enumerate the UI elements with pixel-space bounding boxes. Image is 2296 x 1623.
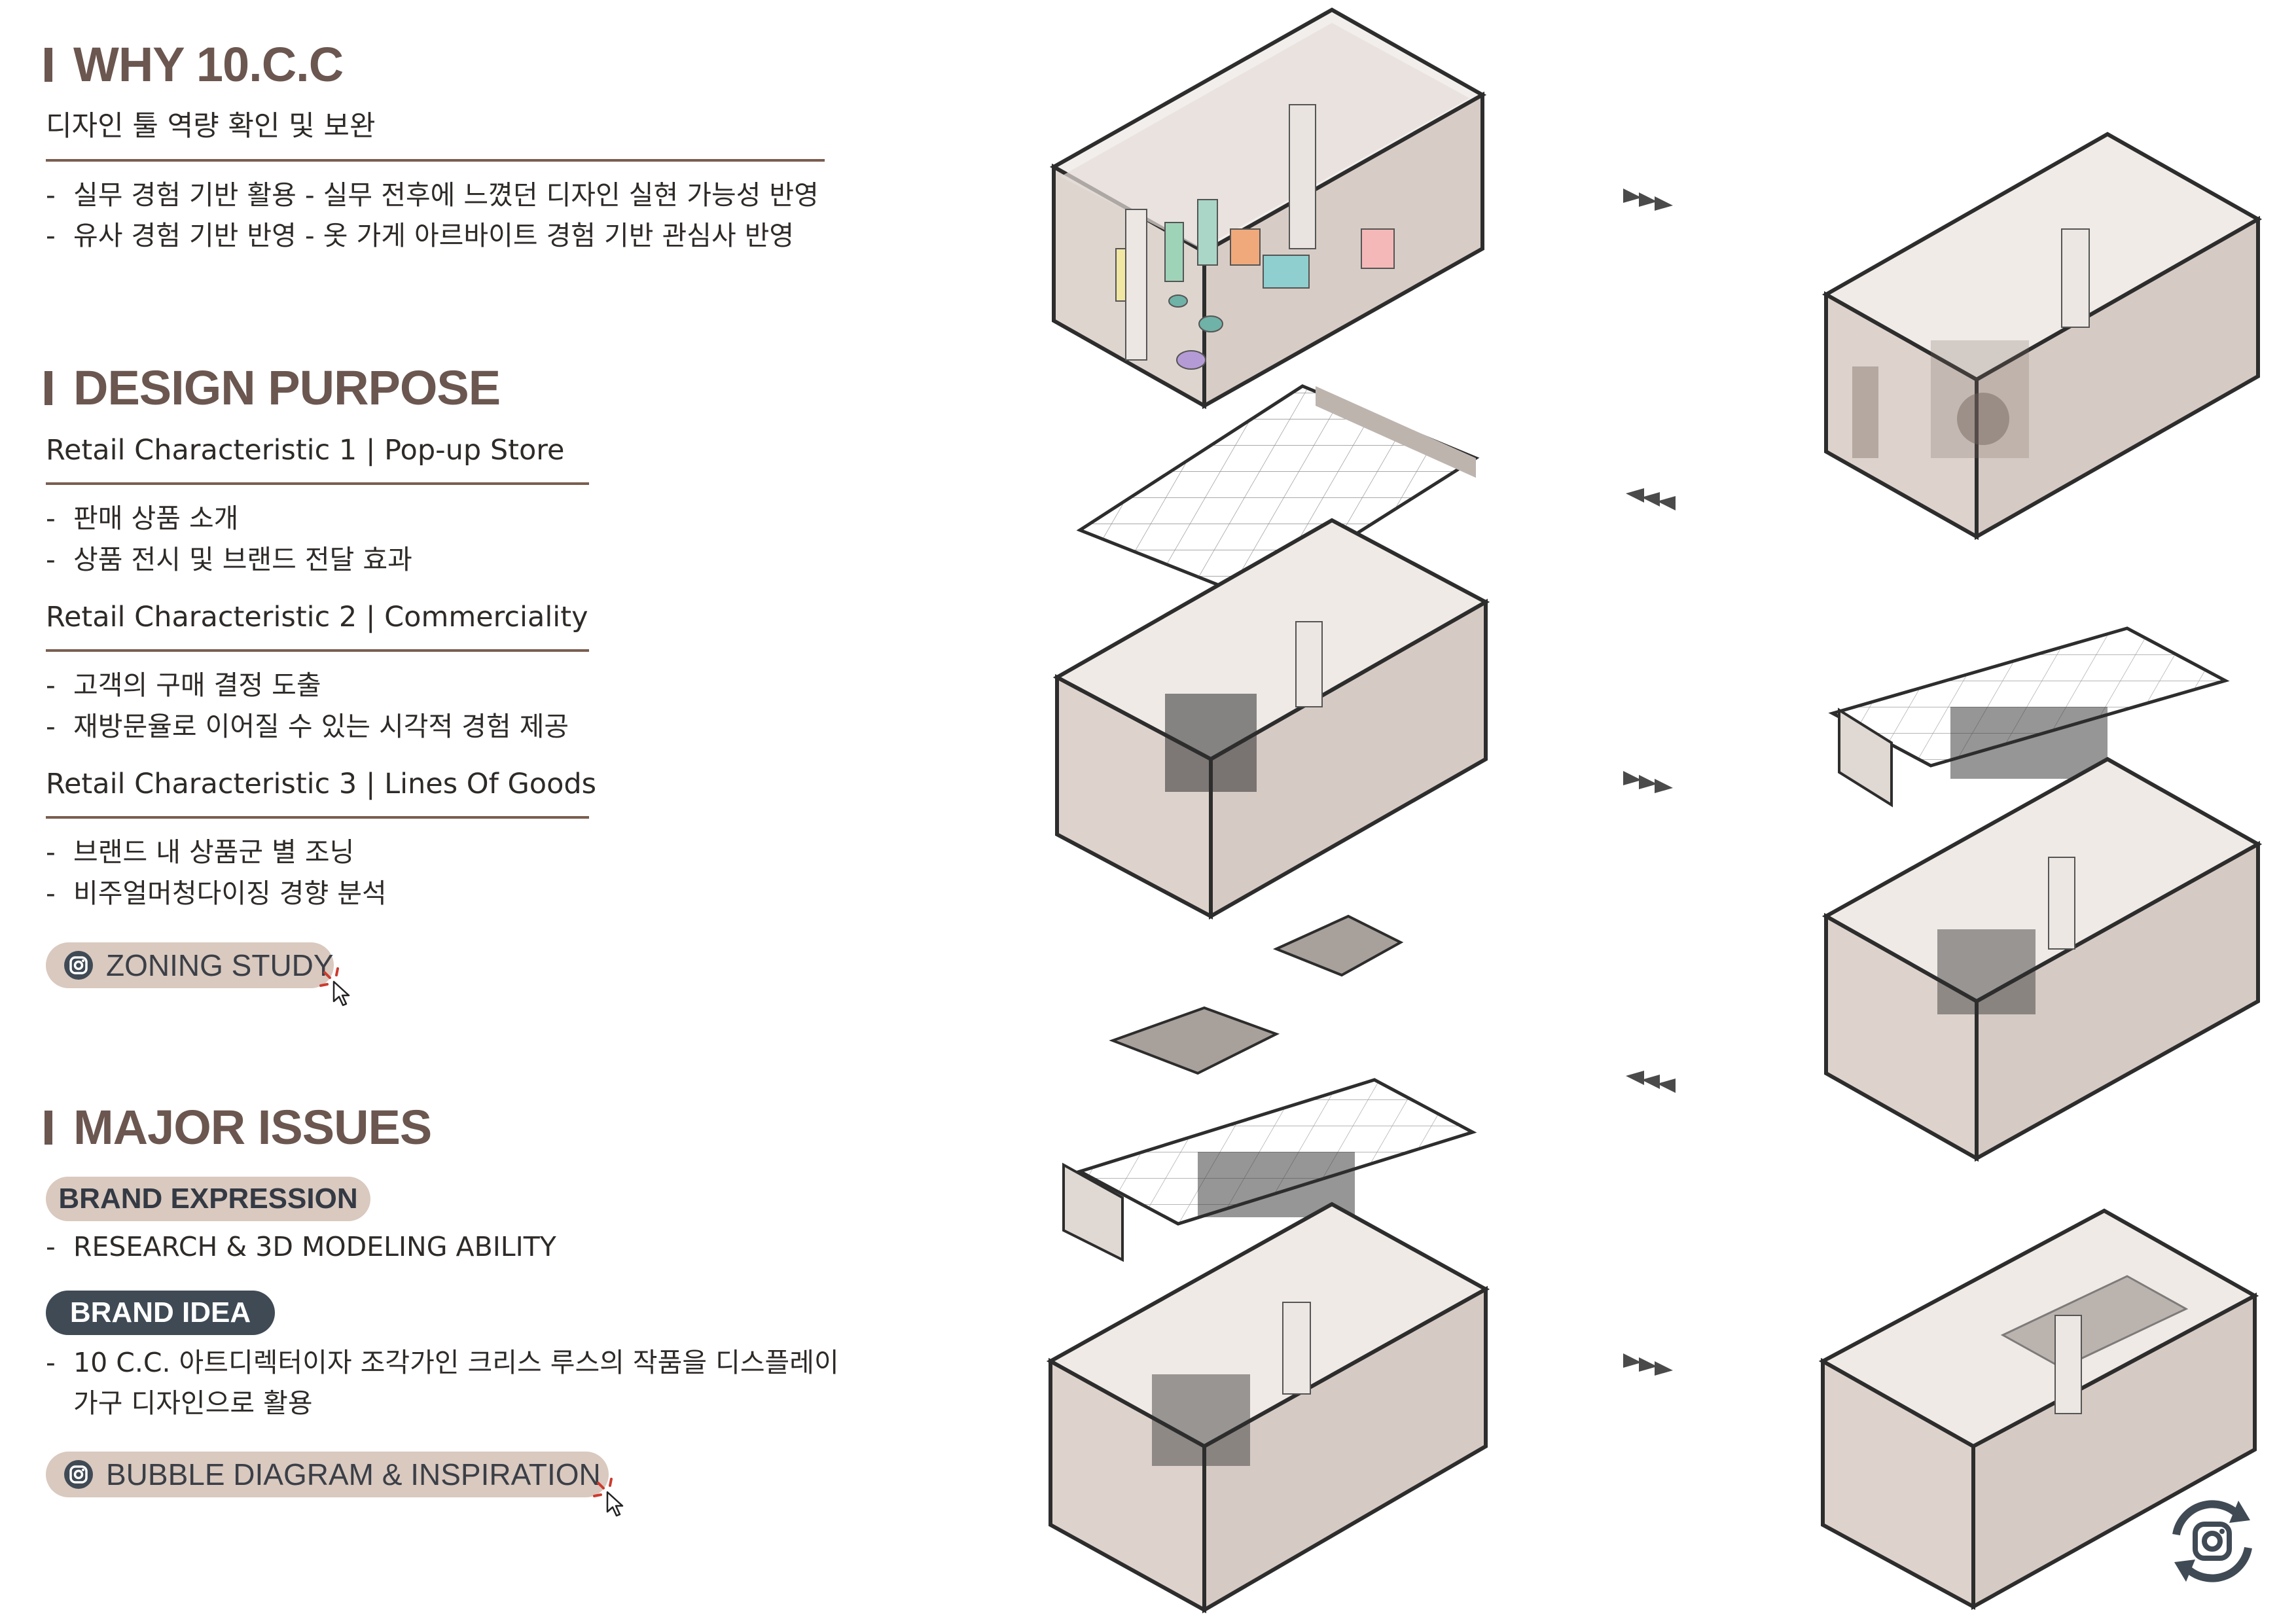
triple-arrow-icon (1623, 1353, 1673, 1376)
purpose-bullet: -비주얼머청다이징 경향 분석 (46, 878, 387, 909)
heading-bar (45, 371, 52, 405)
purpose-bullet: -고객의 구매 결정 도출 (46, 669, 321, 701)
purpose-bullet: -브랜드 내 상품군 별 조닝 (46, 836, 355, 868)
purpose-divider (46, 482, 589, 485)
click-cursor-icon (593, 1478, 624, 1517)
why-section-heading: WHY 10.C.C (45, 37, 344, 92)
retail-characteristic-3: Retail Characteristic 3 | Lines Of Goods (46, 768, 597, 800)
brand-idea-tag: BRAND IDEA (46, 1291, 275, 1335)
heading-bar (45, 48, 52, 82)
room-model-finished (1821, 132, 2263, 541)
why-bullet: -유사 경험 기반 반영 - 옷 가게 아르바이트 경험 기반 관심사 반영 (46, 220, 795, 251)
why-subtitle: 디자인 툴 역량 확인 및 보완 (46, 110, 376, 143)
purpose-title: DESIGN PURPOSE (73, 361, 501, 415)
bubble-diagram-label: BUBBLE DIAGRAM & INSPIRATION (106, 1457, 601, 1491)
click-cursor-icon (319, 967, 350, 1007)
zoning-study-label: ZONING STUDY (106, 948, 334, 982)
axonometric-diagram (1046, 7, 2263, 1614)
expression-bullet: -RESEARCH & 3D MODELING ABILITY (46, 1231, 556, 1262)
purpose-bullet: -판매 상품 소개 (46, 503, 239, 534)
room-model-with-ducts (1818, 1208, 2259, 1611)
room-model-exploded-fixtures (1821, 626, 2263, 1162)
why-bullet: -실무 경험 기반 활용 - 실무 전후에 느꼈던 디자인 실현 가능성 반영 (46, 179, 819, 211)
heading-bar (45, 1111, 52, 1145)
purpose-section-heading: DESIGN PURPOSE (45, 361, 501, 415)
brand-expression-tag: BRAND EXPRESSION (46, 1177, 370, 1221)
instagram-glyph-icon (63, 1459, 94, 1490)
why-title: WHY 10.C.C (73, 37, 344, 92)
issues-section-heading: MAJOR ISSUES (45, 1100, 432, 1154)
instagram-glyph-icon (63, 950, 94, 981)
purpose-divider (46, 816, 589, 819)
bubble-diagram-link[interactable]: BUBBLE DIAGRAM & INSPIRATION (46, 1452, 609, 1497)
triple-arrow-icon (1626, 1071, 1676, 1093)
purpose-bullet: -상품 전시 및 브랜드 전달 효과 (46, 544, 412, 575)
purpose-divider (46, 649, 589, 652)
instagram-refresh-icon (2172, 1500, 2252, 1582)
triple-arrow-icon (1626, 488, 1676, 510)
why-divider (46, 159, 825, 162)
idea-bullet-continued: 가구 디자인으로 활용 (73, 1387, 313, 1419)
room-model-exploded-lower (1046, 1078, 1490, 1614)
idea-bullet: -10 C.C. 아트디렉터이자 조각가인 크리스 루스의 작품을 디스플레이 (46, 1347, 839, 1378)
zoning-study-link[interactable]: ZONING STUDY (46, 942, 334, 988)
room-model-exploded-ceiling (1052, 384, 1490, 920)
triple-arrow-icon (1623, 771, 1673, 793)
retail-characteristic-2: Retail Characteristic 2 | Commerciality (46, 601, 588, 633)
retail-characteristic-1: Retail Characteristic 1 | Pop-up Store (46, 434, 565, 467)
issues-title: MAJOR ISSUES (73, 1100, 432, 1154)
purpose-bullet: -재방문율로 이어질 수 있는 시각적 경험 제공 (46, 711, 569, 742)
triple-arrow-icon (1623, 188, 1673, 211)
duct-pieces (1109, 914, 1404, 1075)
room-model-colored-zoning (1049, 7, 1487, 410)
